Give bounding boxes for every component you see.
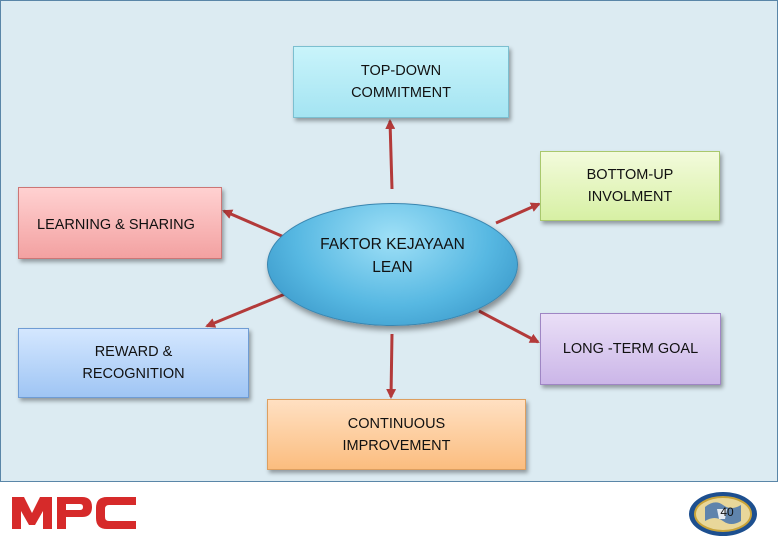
mpc-logo — [12, 497, 136, 529]
arrow-to-learning — [222, 209, 285, 239]
connector-arrows — [205, 119, 541, 399]
node-continuous-improvement: CONTINUOUS IMPROVEMENT — [267, 399, 526, 470]
node-reward-recognition: REWARD & RECOGNITION — [18, 328, 249, 398]
node-bottom-up-involvement: BOTTOM-UP INVOLMENT — [540, 151, 720, 221]
center-node-faktor-kejayaan: FAKTOR KEJAYAAN LEAN — [267, 203, 518, 326]
page-number: 40 — [720, 505, 734, 519]
emblem-icon — [689, 492, 757, 536]
arrow-to-long-term — [478, 309, 540, 344]
arrow-to-continuous — [386, 333, 397, 399]
node-top-down-commitment: TOP-DOWN COMMITMENT — [293, 46, 509, 118]
slide-content-area: TOP-DOWN COMMITMENT BOTTOM-UP INVOLMENT … — [0, 0, 778, 482]
arrow-to-top-down — [385, 119, 396, 190]
node-long-term-goal: LONG -TERM GOAL — [540, 313, 721, 385]
node-learning-sharing: LEARNING & SHARING — [18, 187, 222, 259]
arrow-to-bottom-up — [495, 202, 541, 225]
arrow-to-reward — [205, 292, 286, 328]
